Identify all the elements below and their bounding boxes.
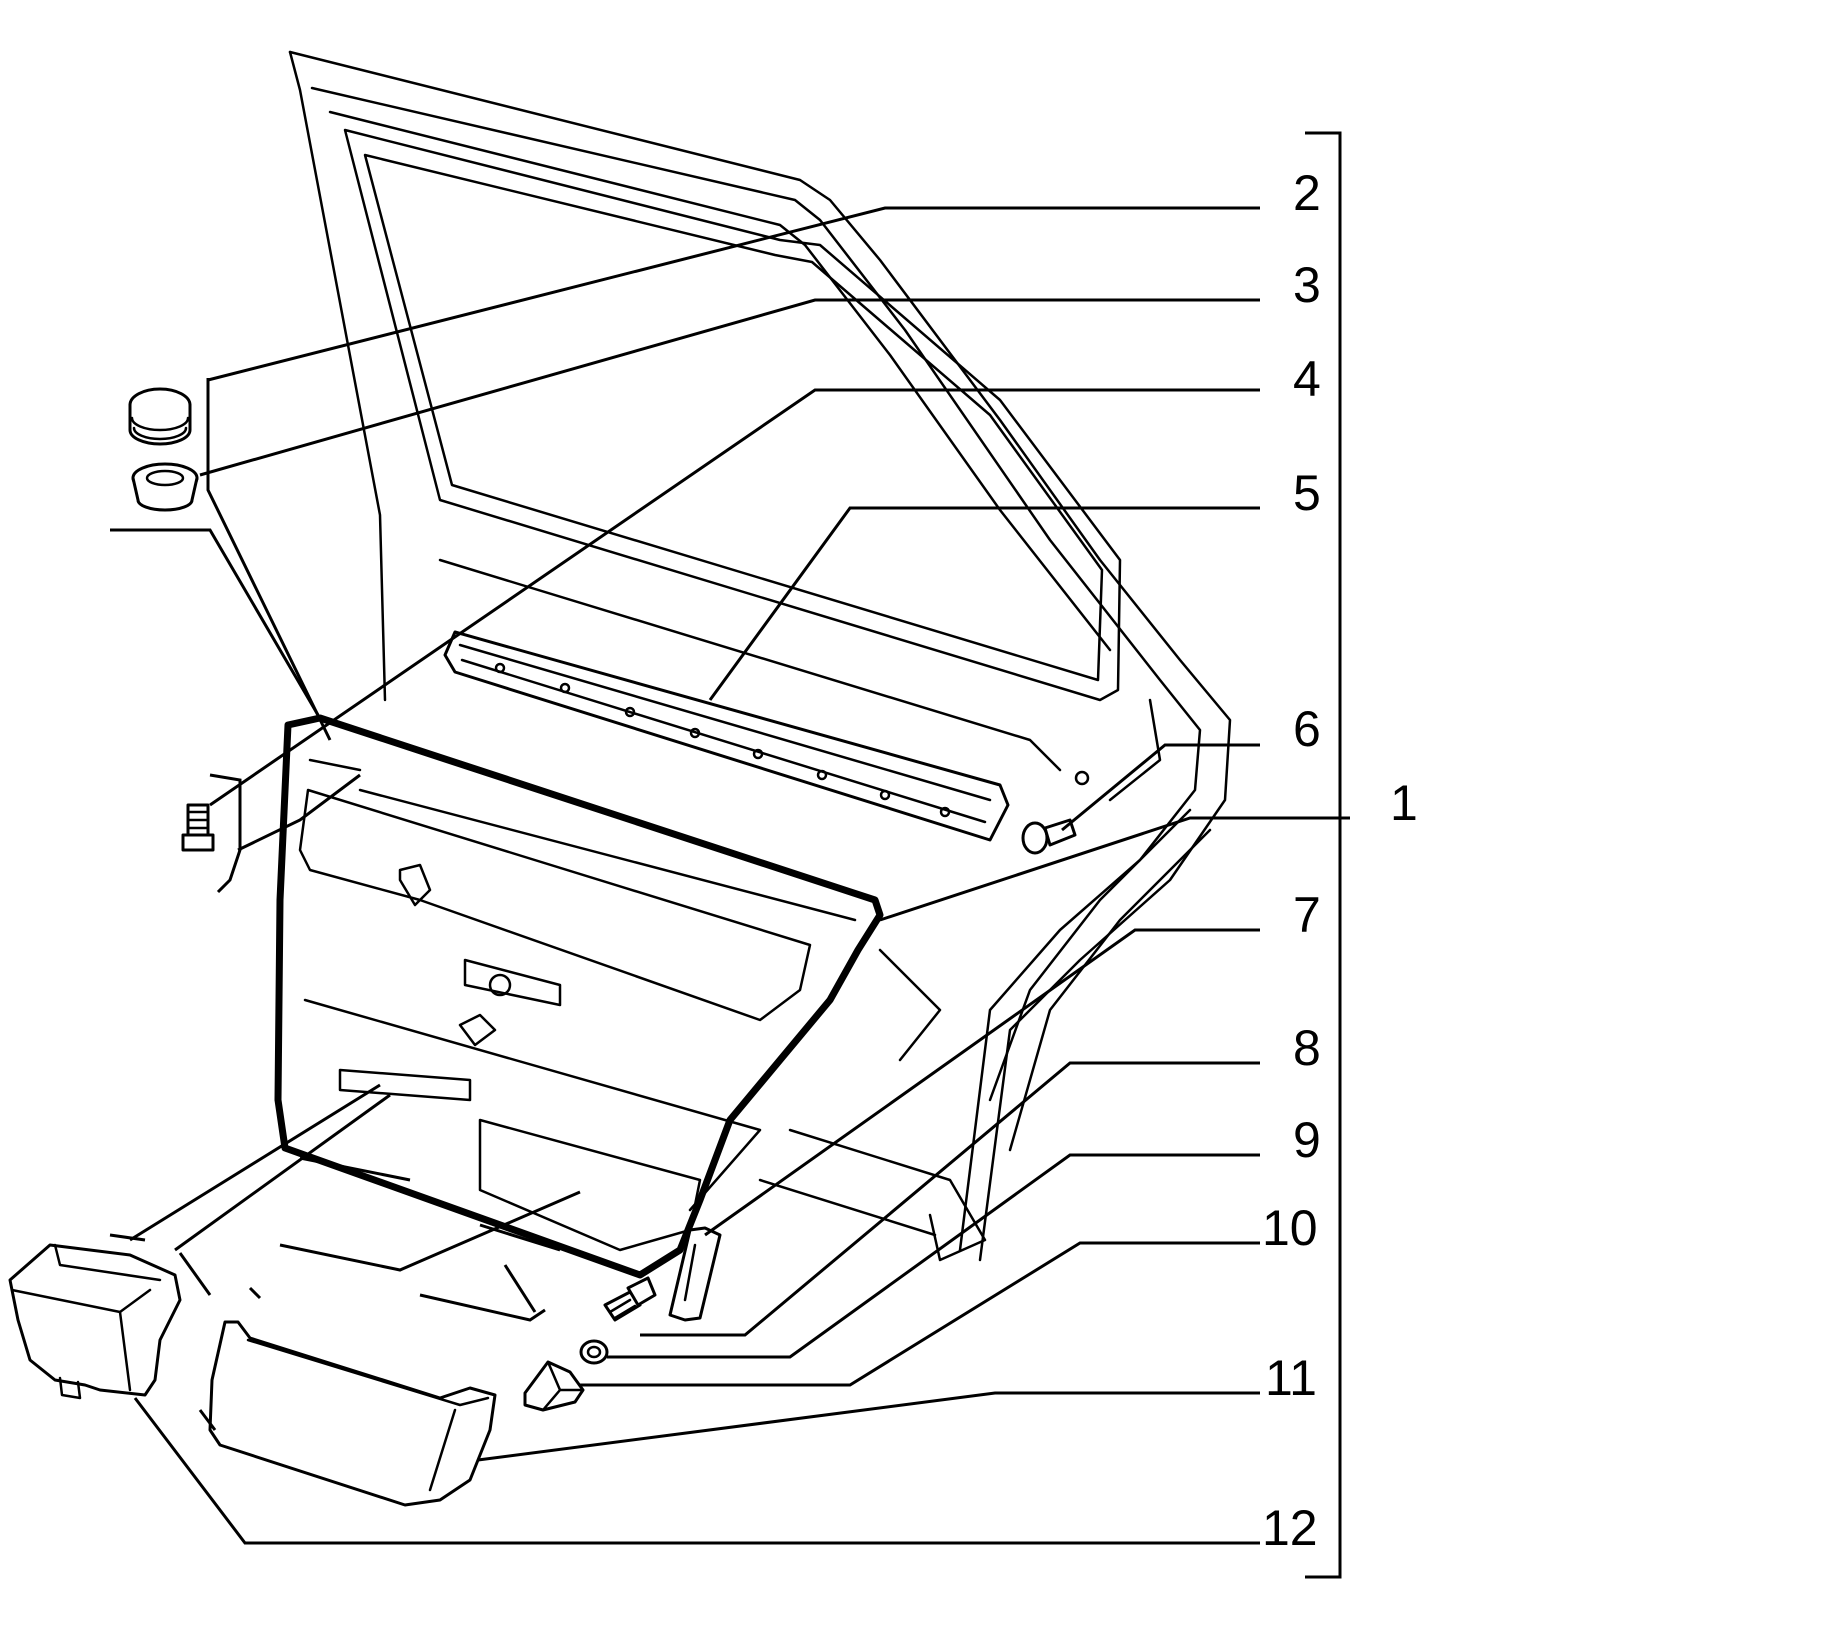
- leader-7: [704, 928, 1260, 1237]
- callout-5: 5: [1293, 465, 1321, 521]
- leader-11: [477, 1391, 1260, 1462]
- part-1-door-panel: [274, 714, 884, 1279]
- leader-lines: [133, 206, 1350, 1545]
- callout-8: 8: [1293, 1020, 1321, 1076]
- leader-5: [708, 506, 1260, 701]
- part-3-bushing: [131, 462, 199, 512]
- part-7-cap: [668, 1226, 722, 1322]
- leader-12: [133, 1397, 1260, 1545]
- part-4-screw: [181, 803, 215, 852]
- leader-8: [640, 1061, 1260, 1337]
- part-2-plug: [128, 387, 192, 446]
- leader-10: [580, 1241, 1260, 1387]
- callout-10: 10: [1262, 1200, 1318, 1256]
- leader-3: [199, 298, 1260, 477]
- callout-2: 2: [1293, 165, 1321, 221]
- leader-1: [879, 816, 1350, 922]
- callout-4: 4: [1293, 351, 1321, 407]
- callout-7: 7: [1293, 887, 1321, 943]
- part-11-pocket: [208, 1320, 497, 1507]
- leader-2: [207, 206, 1260, 382]
- callout-1: 1: [1390, 775, 1418, 831]
- group-bracket: [1305, 131, 1342, 1579]
- callout-12: 12: [1262, 1500, 1318, 1556]
- part-9-washer: [579, 1339, 609, 1365]
- part-10-nut-clip: [523, 1360, 585, 1412]
- assembly-guides: [109, 1083, 581, 1431]
- callout-3: 3: [1293, 257, 1321, 313]
- leader-4: [209, 388, 1260, 807]
- callout-11: 11: [1265, 1350, 1317, 1406]
- callout-labels: 2 3 4 5 6 1 7 8 9 10 11 12: [1262, 165, 1418, 1556]
- leader-9: [607, 1153, 1260, 1359]
- part-5-weatherstrip: [443, 630, 1010, 842]
- left-brackets: [110, 378, 361, 894]
- door-frame: [288, 50, 1232, 1262]
- part-8-screw: [603, 1276, 657, 1322]
- leader-6: [1061, 743, 1260, 832]
- callout-6: 6: [1293, 701, 1321, 757]
- callout-9: 9: [1293, 1112, 1321, 1168]
- part-12-housing: [8, 1243, 182, 1400]
